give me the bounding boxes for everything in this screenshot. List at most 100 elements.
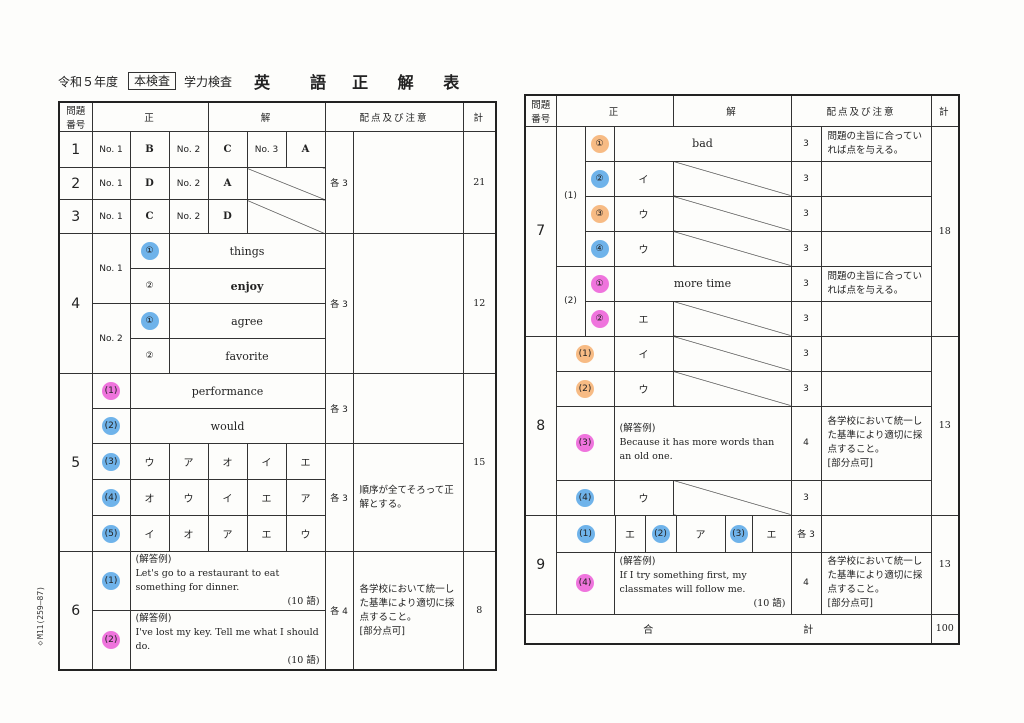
q9-number: 9 xyxy=(524,514,557,615)
q7-note-6 xyxy=(820,300,932,337)
page-header: 令和５年度 本検査 学力検査 英 語 正 解 表 xyxy=(58,70,471,92)
grand-total-label-left: 合 xyxy=(643,625,654,637)
q4-mark-2: ② xyxy=(145,281,154,291)
q1-answer-1: B xyxy=(129,131,170,168)
q8-points-4: 3 xyxy=(790,479,822,516)
document-title: 正 解 表 xyxy=(352,73,472,92)
q9-partial: [部分点可] xyxy=(827,598,873,609)
q4-note xyxy=(352,233,464,374)
right-header-total: 計 xyxy=(930,94,960,127)
q1-3-points: 各 3 xyxy=(324,131,354,234)
q5-r4-5: ア xyxy=(285,479,326,516)
q7-answer-6: エ xyxy=(613,300,674,337)
q8-example-label: (解答例) xyxy=(619,423,656,434)
q1-3-total: 21 xyxy=(462,131,497,234)
q8-answer-3: (解答例) Because it has more words than an … xyxy=(613,405,792,481)
q5-number: 5 xyxy=(58,373,93,552)
q9-mark-4: (4) xyxy=(576,574,594,592)
q8-answer-2: ウ xyxy=(613,370,674,407)
q7-mark-4: ④ xyxy=(590,239,609,258)
q7-points-2: 3 xyxy=(790,160,822,197)
q2-answer-1: D xyxy=(129,167,170,200)
exam-category: 学力検査 xyxy=(184,74,233,89)
q4-points: 各 3 xyxy=(324,233,354,374)
q6-number: 6 xyxy=(58,551,93,671)
right-header-points: 配点及び注意 xyxy=(790,94,932,127)
q9-note-4: 各学校において統一した基準により適切に採点すること。 [部分点可] xyxy=(820,551,932,615)
right-header-answer-right: 解 xyxy=(672,94,792,127)
q7-blank-3 xyxy=(672,195,792,232)
q3-row: 3 No. 1 C No. 2 D xyxy=(58,199,496,234)
subject-title: 英 語 xyxy=(254,73,339,92)
q8-note-4 xyxy=(820,479,932,516)
q7-note-3 xyxy=(820,195,932,232)
q5-mark-2: (2) xyxy=(102,417,120,435)
q3-label-1: No. 1 xyxy=(91,199,131,234)
q7-row-6: ② エ 3 xyxy=(525,300,959,337)
q8-note-1 xyxy=(820,335,932,372)
q7-total: 18 xyxy=(930,125,960,337)
q1-row: 1 No. 1 B No. 2 C No. 3 A 各 3 21 xyxy=(58,131,497,234)
q8-row-2: (2) ウ 3 xyxy=(525,370,959,407)
q5-answer-1: performance xyxy=(129,373,326,409)
q6-word-count-2: (10 語) xyxy=(287,655,320,666)
q8-number: 8 xyxy=(524,335,557,516)
q4-answer-3: agree xyxy=(168,303,326,339)
grand-total-label: 合計 xyxy=(524,613,932,645)
q5-r5-5: ウ xyxy=(285,515,326,552)
q7-part-1: (1) xyxy=(555,125,586,267)
q8-mark-4: (4) xyxy=(576,488,594,507)
q4-no2-label: No. 2 xyxy=(91,303,131,374)
q3-answer-2: D xyxy=(207,199,248,234)
q9-points-4: 4 xyxy=(790,551,822,615)
q8-row-4: (4) ウ 3 xyxy=(525,479,959,516)
q7-answer-2: イ xyxy=(613,160,674,197)
q7-answer-1: bad xyxy=(613,125,792,162)
q1-answer-3: A xyxy=(285,131,326,168)
q5-mark-5: (5) xyxy=(102,524,120,543)
q4-no1-label: No. 1 xyxy=(91,233,131,304)
q5-points-a: 各 3 xyxy=(324,373,354,444)
q6-mark-2: (2) xyxy=(102,631,120,649)
q6-answer-2: (解答例) I've lost my key. Tell me what I s… xyxy=(129,610,326,671)
q6-answer-1: (解答例) Let's go to a restaurant to eat so… xyxy=(129,551,326,611)
document-code: ◇M11(259—87) xyxy=(36,586,45,648)
q9-answer-2: ア xyxy=(677,516,726,551)
q3-answer-1: C xyxy=(129,199,170,234)
q4-mark-3: ① xyxy=(140,312,159,330)
q9-row-1: 9 (1) エ (2) ア (3) エ 各 3 13 xyxy=(524,514,960,615)
q5-r3-5: エ xyxy=(285,443,326,480)
q6-example-label-2: (解答例) xyxy=(135,613,172,624)
q9-total: 13 xyxy=(930,514,960,615)
q5-total: 15 xyxy=(462,373,497,552)
q6-example-label-1: (解答例) xyxy=(135,554,172,565)
q1-3-note xyxy=(352,131,464,234)
q4-answer-1: things xyxy=(168,233,326,269)
header-answer-right: 解 xyxy=(207,101,326,132)
q4-row-2: ② enjoy xyxy=(59,268,496,304)
q6-word-count-1: (10 語) xyxy=(287,596,320,607)
q9-example-label: (解答例) xyxy=(619,556,656,567)
q7-points-1: 3 xyxy=(790,125,822,162)
q7-note-5: 問題の主旨に合っていれば点を与える。 xyxy=(820,265,932,302)
q5-mark-4: (4) xyxy=(102,488,120,507)
q7-note-2 xyxy=(820,160,932,197)
header-points: 配点及び注意 xyxy=(324,101,464,132)
q5-r4-4: エ xyxy=(246,479,287,516)
q6-answer-1-text: Let's go to a restaurant to eat somethin… xyxy=(135,568,280,593)
q7-answer-3: ウ xyxy=(613,195,674,232)
q5-r3-3: オ xyxy=(207,443,248,480)
q9-points-1: 各 3 xyxy=(790,514,822,553)
q8-partial: [部分点可] xyxy=(827,458,873,469)
header-answer-left: 正 xyxy=(91,101,209,132)
q7-blank-6 xyxy=(672,300,792,337)
q7-points-4: 3 xyxy=(790,230,822,267)
q4-mark-4: ② xyxy=(145,351,154,361)
grand-total-value: 100 xyxy=(930,613,960,645)
q5-r5-4: エ xyxy=(246,515,287,552)
q8-points-1: 3 xyxy=(790,335,822,372)
q4-answer-4: favorite xyxy=(168,338,326,374)
q7-row-1: 7 (1) ① bad 3 問題の主旨に合っていれば点を与える。 18 xyxy=(524,125,960,337)
q8-points-2: 3 xyxy=(790,370,822,407)
q4-row-1: 4 No. 1 ① things 各 3 12 xyxy=(58,233,497,374)
